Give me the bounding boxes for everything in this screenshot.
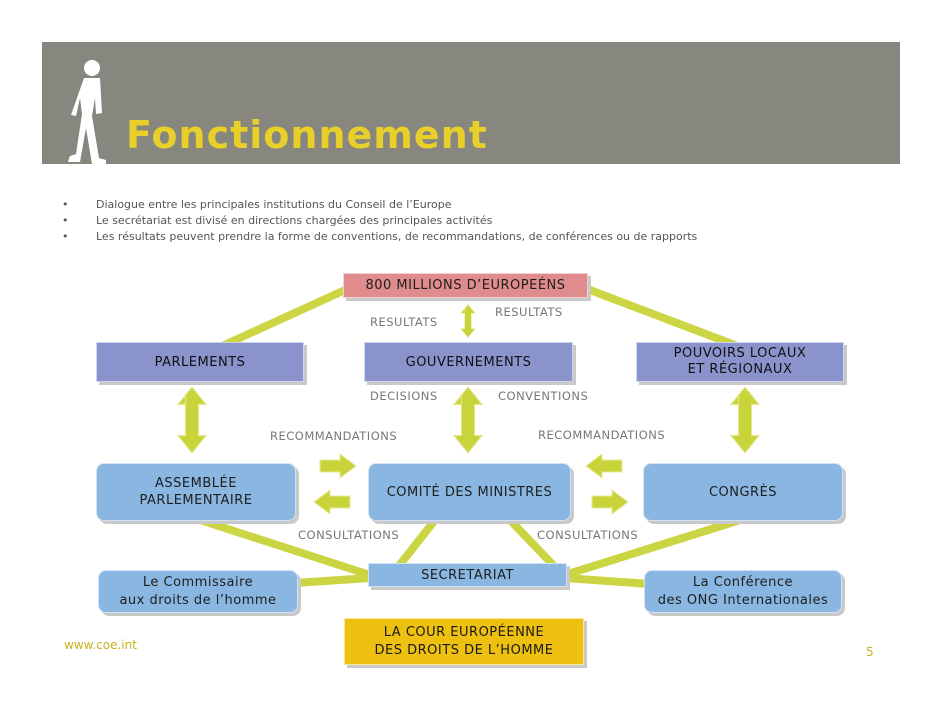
connector-line (561, 574, 654, 588)
conventions-label: CONVENTIONS (498, 389, 589, 403)
cour-label-line2: DES DROITS DE L’HOMME (374, 642, 554, 658)
assemblee-label-line2: PARLEMENTAIRE (139, 493, 253, 508)
page-title: Fonctionnement (126, 113, 488, 157)
cour-europeenne-box: LA COUR EUROPÉENNE DES DROITS DE L’HOMME (344, 618, 584, 665)
congres-label: CONGRÈS (708, 484, 778, 500)
page-number: 5 (866, 645, 874, 659)
pouvoirs-locaux-box: POUVOIRS LOCAUX ET RÉGIONAUX (636, 342, 844, 382)
parlements-label: PARLEMENTS (154, 354, 246, 370)
resultats-label-left: RESULTATS (370, 315, 438, 329)
gouvernements-label: GOUVERNEMENTS (405, 354, 532, 370)
double-arrow-icon (730, 386, 760, 454)
commissaire-label-line2: aux droits de l’homme (119, 592, 277, 608)
conference-box: La Conférence des ONG Internationales (644, 570, 842, 613)
commissaire-box: Le Commissaire aux droits de l’homme (98, 570, 298, 613)
consultations-label-right: CONSULTATIONS (537, 528, 639, 542)
comite-label: COMITÉ DES MINISTRES (386, 484, 553, 500)
connector-line (216, 286, 349, 351)
conference-label-line1: La Conférence (692, 574, 794, 590)
connector-line (586, 286, 744, 351)
website-link[interactable]: www.coe.int (64, 638, 137, 652)
europeans-label: 800 MILLIONS D’EUROPEÉNS (365, 278, 566, 293)
connector-line (394, 516, 439, 571)
double-arrow-icon (460, 304, 476, 338)
connector-line (561, 516, 744, 579)
commissaire-label-line1: Le Commissaire (142, 574, 254, 590)
bullet-item: Le secrétariat est divisé en directions … (62, 213, 697, 229)
bullet-item: Les résultats peuvent prendre la forme d… (62, 229, 697, 245)
arrow-left-icon (585, 453, 623, 479)
parlements-box: PARLEMENTS (96, 342, 304, 382)
conference-label-line2: des ONG Internationales (657, 592, 829, 608)
consultations-label-left: CONSULTATIONS (298, 528, 400, 542)
recommandations-label-left: RECOMMANDATIONS (270, 429, 398, 443)
connector-line (196, 516, 374, 579)
decisions-label: DECISIONS (370, 389, 438, 403)
arrow-right-icon (591, 489, 629, 515)
resultats-label-right: RESULTATS (495, 305, 563, 319)
assemblee-label-line1: ASSEMBLÉE (155, 476, 237, 491)
bullet-item: Dialogue entre les principales instituti… (62, 197, 697, 213)
connector-line (506, 516, 559, 571)
double-arrow-icon (453, 386, 483, 454)
recommandations-label-right: RECOMMANDATIONS (538, 428, 666, 442)
bullet-list: Dialogue entre les principales instituti… (62, 197, 697, 245)
europeans-box: 800 MILLIONS D’EUROPEÉNS (343, 273, 588, 298)
cour-label-line1: LA COUR EUROPÉENNE (383, 624, 545, 640)
double-arrow-icon (177, 386, 207, 454)
header-banner (42, 42, 900, 164)
gouvernements-box: GOUVERNEMENTS (364, 342, 573, 382)
pouvoirs-label-line2: ET RÉGIONAUX (687, 362, 793, 377)
secretariat-label: SECRETARIAT (421, 567, 514, 583)
walking-person-icon (68, 60, 106, 164)
comite-box: COMITÉ DES MINISTRES (368, 463, 571, 521)
congres-box: CONGRÈS (643, 463, 843, 521)
secretariat-box: SECRETARIAT (368, 563, 567, 587)
arrow-left-icon (313, 489, 351, 515)
arrow-right-icon (319, 453, 357, 479)
assemblee-box: ASSEMBLÉE PARLEMENTAIRE (96, 463, 296, 521)
pouvoirs-label-line1: POUVOIRS LOCAUX (673, 346, 807, 361)
